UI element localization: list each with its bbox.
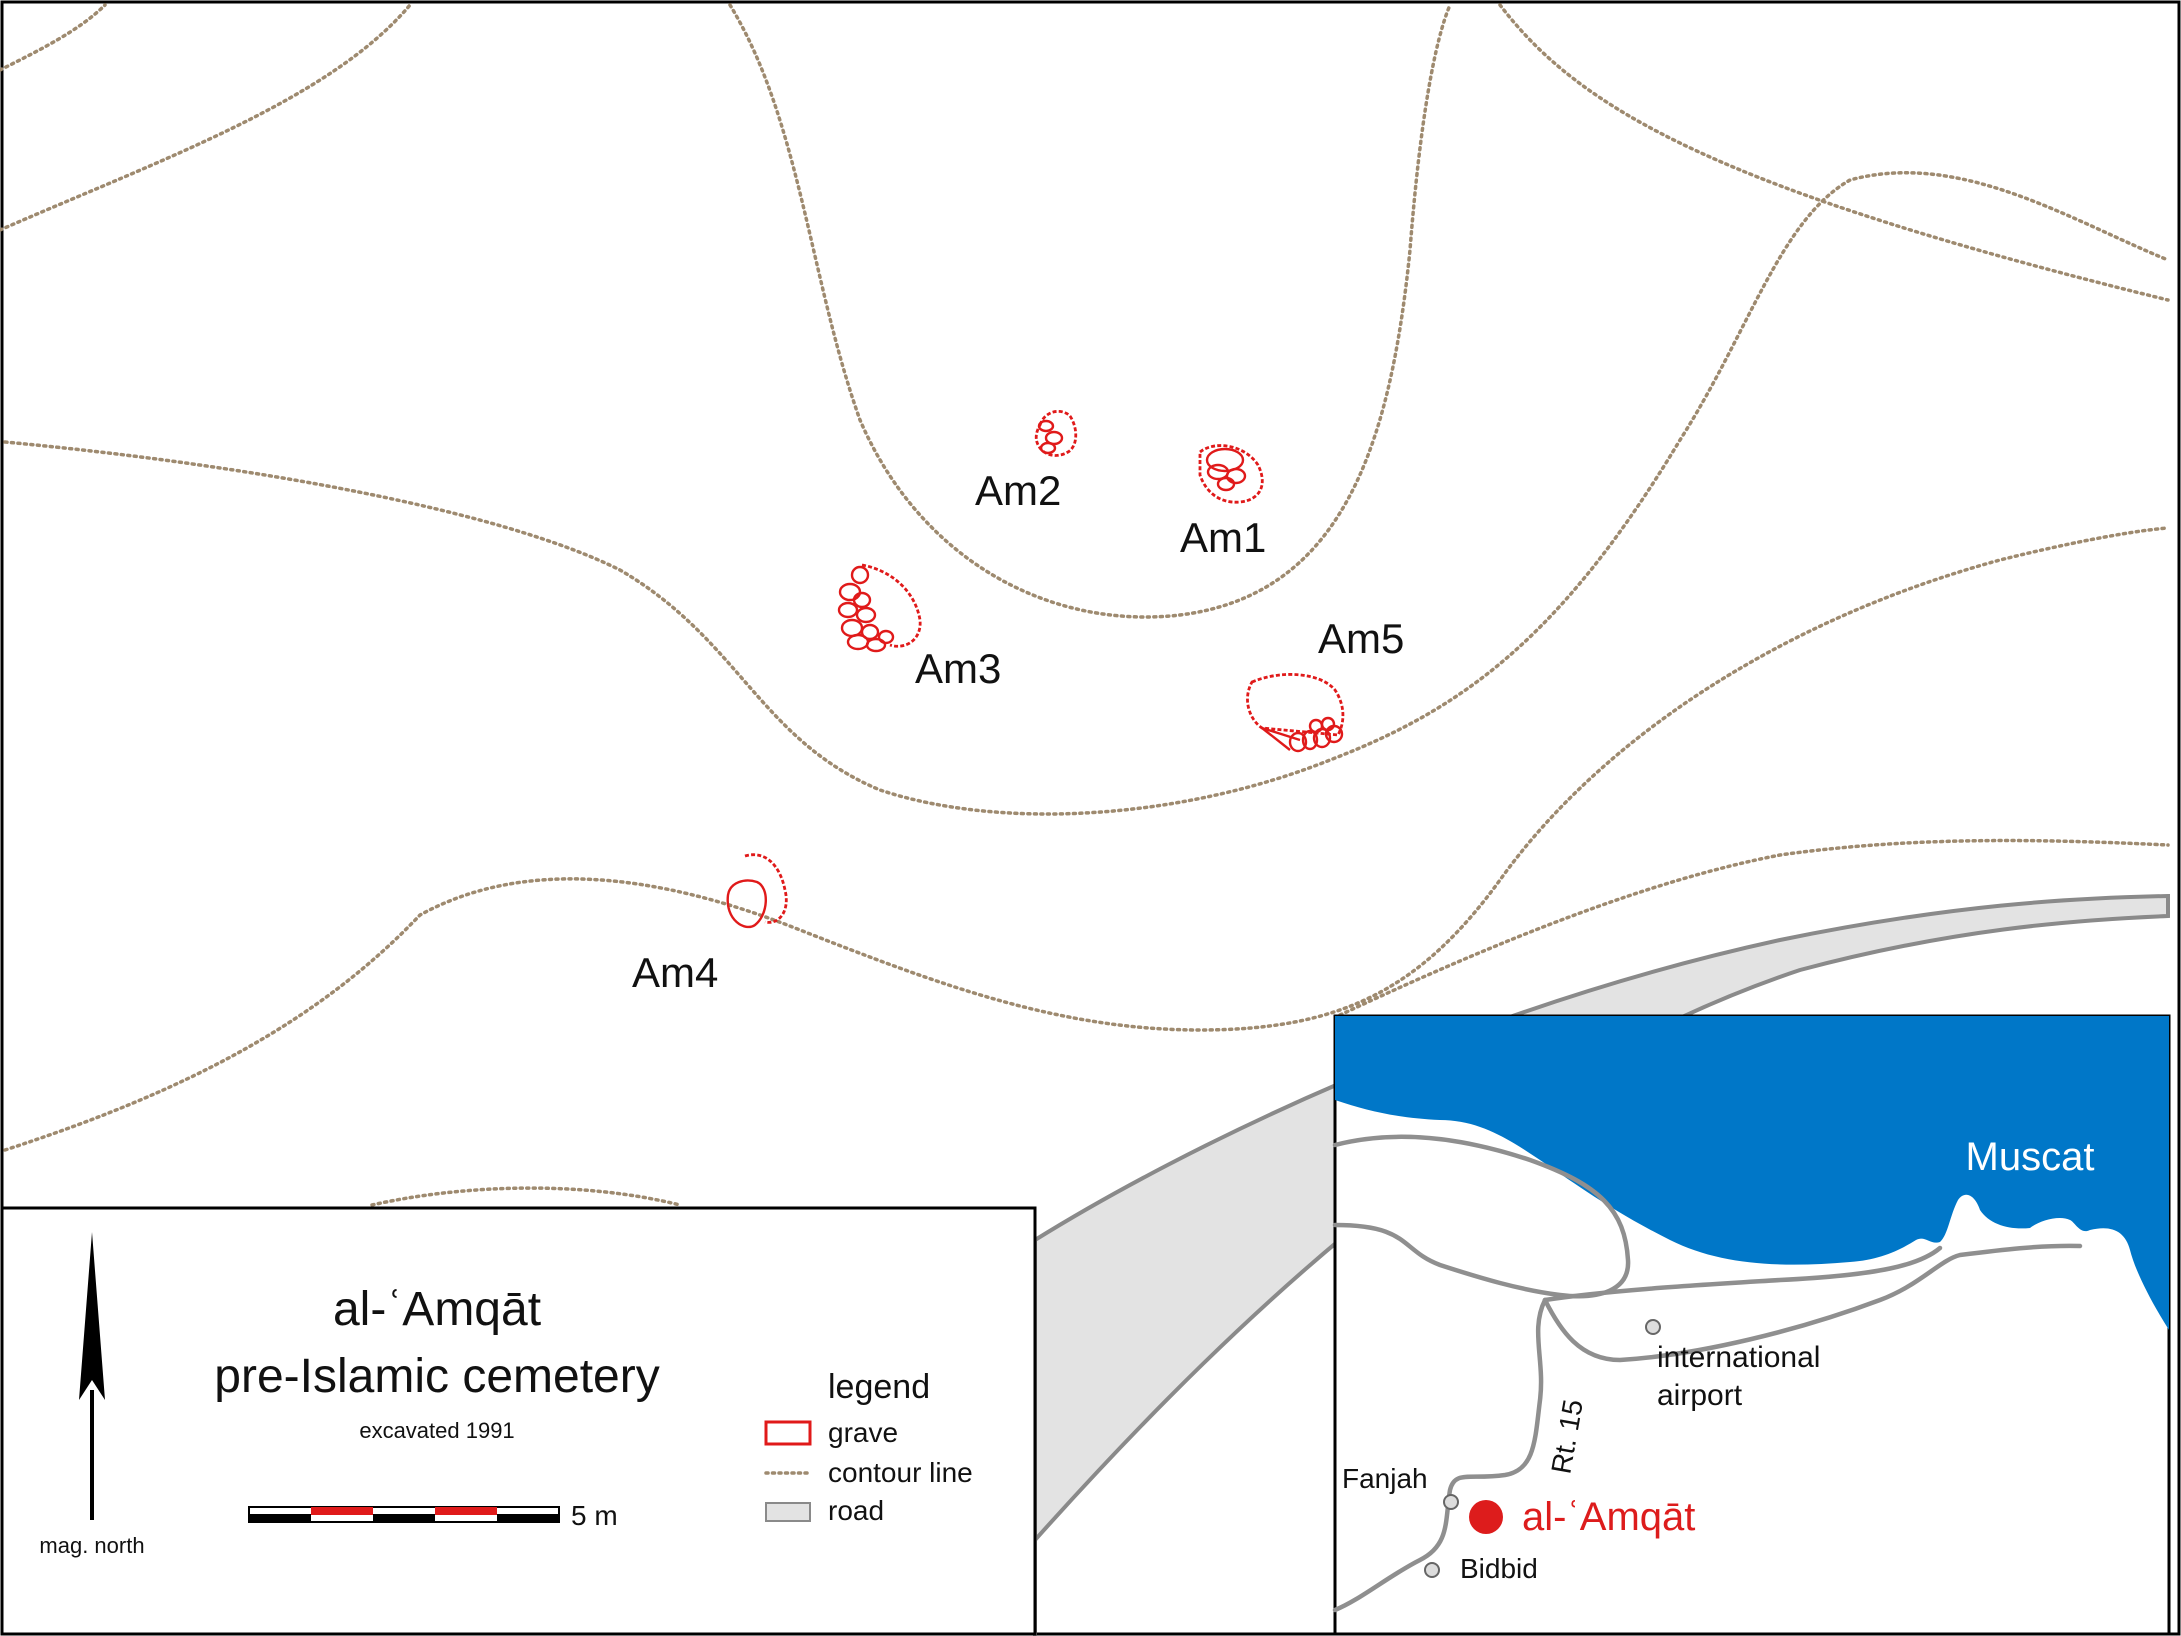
grave-am3[interactable] — [837, 563, 922, 653]
north-arrow-label: mag. north — [39, 1533, 144, 1558]
grave-label-am5: Am5 — [1318, 615, 1404, 662]
contour-lines — [0, 3, 2170, 1207]
inset-airport-label-line2: airport — [1657, 1379, 1743, 1412]
inset-map: Muscat international airport Rt. 15 Fanj… — [1332, 1014, 2171, 1636]
contour-line — [1498, 3, 2170, 302]
contour-line — [728, 3, 1452, 619]
inset-town-fanjah-marker[interactable] — [1443, 1494, 1459, 1510]
inset-airport-marker[interactable] — [1645, 1319, 1661, 1335]
legend-panel-box — [0, 1206, 1037, 1636]
graves — [726, 409, 1345, 928]
map-subtitle: excavated 1991 — [359, 1418, 514, 1443]
inset-town-bidbid-label: Bidbid — [1460, 1553, 1538, 1584]
inset-town-bidbid-marker[interactable] — [1424, 1562, 1440, 1578]
sea — [1335, 1016, 2169, 1330]
legend-item-road: road — [828, 1495, 884, 1526]
scale-bar: 5 m — [248, 1500, 618, 1531]
legend-panel: mag. north al-ʿAmqāt pre-Islamic cemeter… — [0, 1206, 1037, 1636]
inset-city-label: Muscat — [1966, 1135, 2095, 1179]
grave-label-am1: Am1 — [1180, 514, 1266, 561]
contour-line — [370, 1186, 682, 1207]
inset-site-marker[interactable] — [1469, 1500, 1503, 1534]
road-swatch — [765, 1502, 811, 1522]
north-arrow: mag. north — [39, 1232, 145, 1558]
grave-label-am4: Am4 — [632, 949, 718, 996]
grave-am1[interactable] — [1198, 444, 1264, 504]
inset-town-fanjah-label: Fanjah — [1342, 1463, 1428, 1494]
map-title-line1: al-ʿAmqāt — [333, 1283, 541, 1336]
grave-label-am3: Am3 — [915, 645, 1001, 692]
map-title-line2: pre-Islamic cemetery — [214, 1350, 659, 1403]
grave-am2[interactable] — [1034, 409, 1078, 457]
inset-airport-label-line1: international — [1657, 1341, 1820, 1374]
inset-site-label: al-ʿAmqāt — [1522, 1495, 1695, 1539]
contour-line — [3, 171, 2170, 816]
legend-heading: legend — [828, 1368, 930, 1406]
legend-item-grave: grave — [828, 1417, 898, 1448]
contour-line — [3, 526, 2170, 1152]
grave-label-am2: Am2 — [975, 467, 1061, 514]
contour-line — [1338, 838, 2170, 1017]
grave-swatch — [764, 1420, 812, 1446]
contour-line — [0, 3, 107, 72]
inset-roads — [1332, 1134, 2083, 1613]
contour-line — [0, 3, 412, 232]
grave-am4[interactable] — [726, 853, 788, 928]
grave-am5[interactable] — [1246, 673, 1345, 753]
scale-bar-label: 5 m — [571, 1500, 618, 1531]
north-arrow-icon — [79, 1232, 105, 1400]
grave-labels: Am2 Am1 Am5 Am3 Am4 — [632, 467, 1404, 996]
legend-item-contour: contour line — [828, 1457, 973, 1488]
